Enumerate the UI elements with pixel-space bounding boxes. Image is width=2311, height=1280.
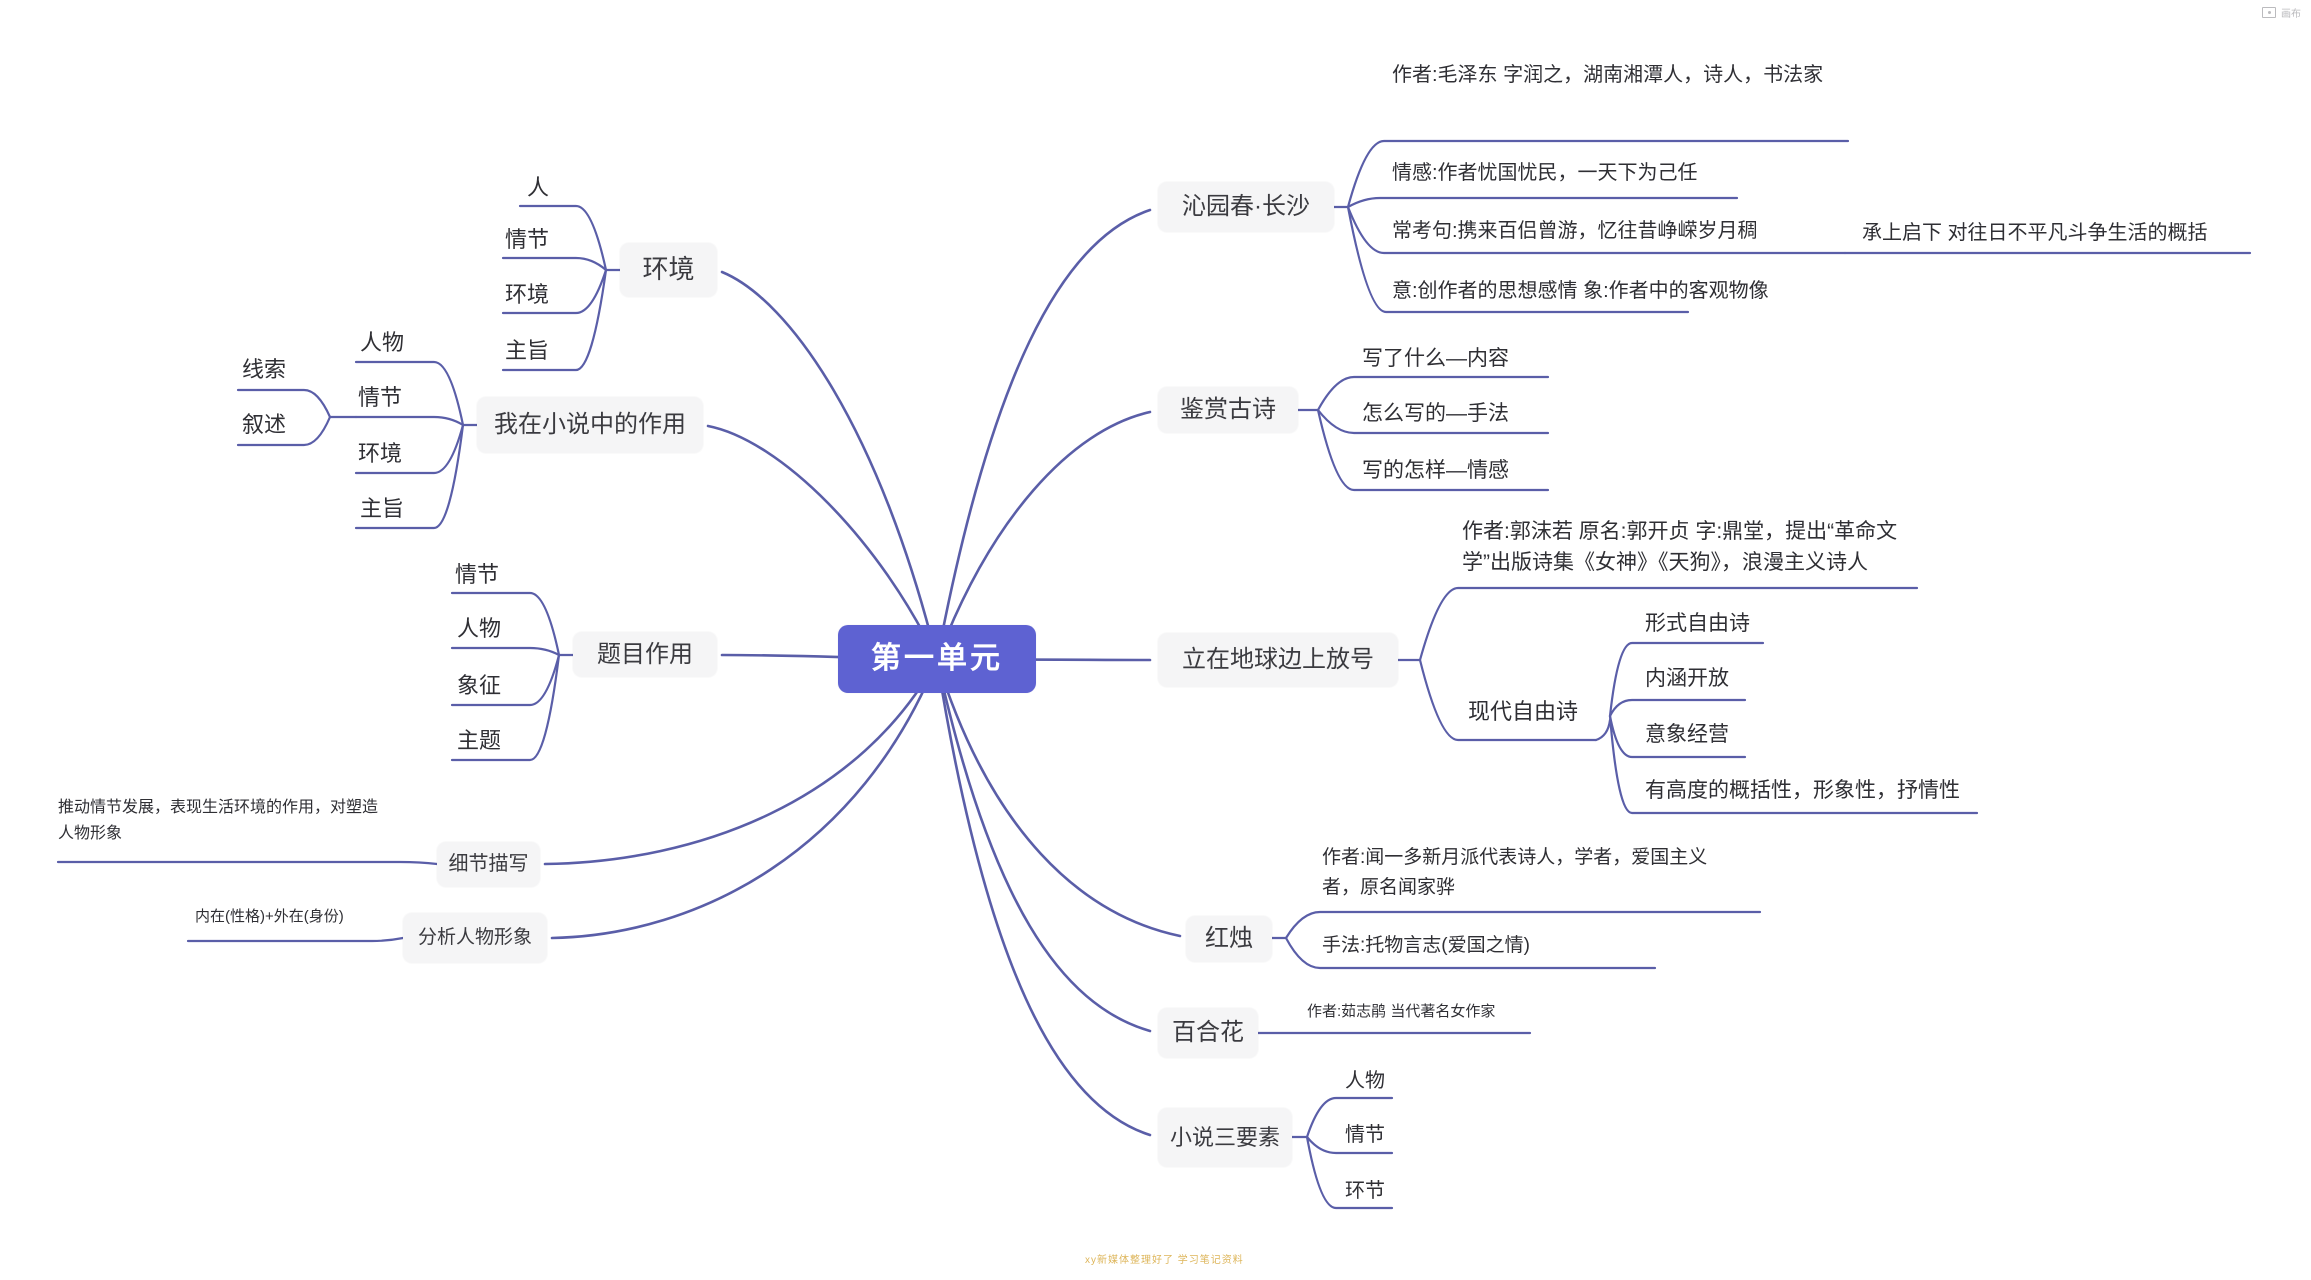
connector-line xyxy=(550,658,939,940)
connector-line xyxy=(501,268,608,315)
connector-line xyxy=(501,256,608,272)
topic-text[interactable]: 承上启下 对往日不平凡斗争生活的概括 xyxy=(1862,222,2208,244)
connector-line xyxy=(1608,698,1747,718)
connector-line xyxy=(935,658,1152,1137)
topic-text[interactable]: 形式自由诗 xyxy=(1645,612,1750,635)
connector-line xyxy=(1284,910,1762,940)
connector-line xyxy=(543,658,939,866)
central-topic[interactable]: 第一单元 xyxy=(838,625,1036,693)
topic-xiaoshuo-sanyaosu[interactable]: 小说三要素 xyxy=(1158,1108,1292,1167)
topic-text[interactable]: 环境 xyxy=(358,441,403,466)
topic-text[interactable]: 怎么写的—手法 xyxy=(1362,402,1509,425)
topic-text[interactable]: 环境 xyxy=(505,282,550,307)
connector-line xyxy=(935,410,1152,662)
connector-line xyxy=(354,360,465,427)
connector-line xyxy=(501,268,608,372)
connector-line xyxy=(1346,205,1847,255)
connector-line xyxy=(1594,718,1612,742)
connector-line xyxy=(1346,196,1739,209)
center-branch-curves xyxy=(543,208,1182,1137)
topic-text[interactable]: 环节 xyxy=(1345,1180,1385,1202)
topic-text[interactable]: 内在(性格)+外在(身份) xyxy=(195,908,344,925)
connector-line xyxy=(450,653,561,762)
fit-view-control[interactable]: 画布 xyxy=(2262,5,2301,20)
topic-text[interactable]: 作者:茹志鹃 当代著名女作家 xyxy=(1307,1003,1496,1020)
topic-text[interactable]: 作者:闻一多新月派代表诗人，学者，爱国主义者，原名闻家骅 xyxy=(1322,847,1708,898)
topic-baihehua[interactable]: 百合花 xyxy=(1158,1008,1258,1058)
connector-line xyxy=(236,415,332,447)
topic-text[interactable]: 推动情节发展，表现生活环境的作用，对塑造人物形象 xyxy=(58,799,379,842)
topic-xijie-miaoxie[interactable]: 细节描写 xyxy=(437,842,540,887)
connector-line xyxy=(354,423,465,475)
topic-hongzhu[interactable]: 红烛 xyxy=(1186,916,1272,962)
topic-text[interactable]: 写了什么—内容 xyxy=(1362,347,1509,370)
connector-line xyxy=(1346,205,1690,314)
connector-line xyxy=(1346,139,1850,209)
topic-jianshang-gushi[interactable]: 鉴赏古诗 xyxy=(1158,387,1298,433)
fit-view-icon xyxy=(2262,7,2276,18)
watermark: xy新媒体整理好了 学习笔记资料 xyxy=(1085,1255,1244,1266)
connector-line xyxy=(1284,936,1657,970)
topic-lizai-diqiu-bianshang-fanghao[interactable]: 立在地球边上放号 xyxy=(1158,633,1398,687)
topic-text[interactable]: 情节 xyxy=(505,227,550,252)
connector-line xyxy=(1316,408,1550,435)
topic-qinyuanchun-changsha[interactable]: 沁园春·长沙 xyxy=(1158,182,1334,232)
topic-text[interactable]: 象征 xyxy=(457,673,502,698)
topic-text[interactable]: 有高度的概括性，形象性，抒情性 xyxy=(1645,779,1960,802)
connector-line xyxy=(56,860,439,866)
topic-timu-zuoyong[interactable]: 题目作用 xyxy=(573,632,717,677)
topic-text[interactable]: 人物 xyxy=(1345,1070,1385,1092)
connector-line xyxy=(720,270,939,662)
topic-text[interactable]: 写的怎样—情感 xyxy=(1362,459,1509,482)
topic-text[interactable]: 情节 xyxy=(455,562,500,587)
connector-line xyxy=(186,936,405,943)
connector-line xyxy=(1418,658,1598,742)
connector-line xyxy=(1305,1135,1394,1155)
connector-line xyxy=(1316,408,1550,492)
connector-line xyxy=(354,423,465,530)
connector-line xyxy=(706,424,939,662)
connector-line xyxy=(935,658,1182,938)
topic-text[interactable]: 情节 xyxy=(1345,1124,1385,1146)
connector-line xyxy=(518,204,608,272)
topic-text[interactable]: 主旨 xyxy=(505,338,550,363)
connector-line xyxy=(236,388,332,419)
topic-text[interactable]: 手法:托物言志(爱国之情) xyxy=(1322,935,1530,956)
topic-text[interactable]: 人物 xyxy=(360,330,405,355)
connector-line xyxy=(450,646,561,657)
topic-text[interactable]: 作者:毛泽东 字润之，湖南湘潭人，诗人，书法家 xyxy=(1392,64,1824,86)
topic-fenxi-renwu-xingxiang[interactable]: 分析人物形象 xyxy=(403,913,547,963)
topic-text[interactable]: 主题 xyxy=(457,728,502,753)
topic-text[interactable]: 作者:郭沫若 原名:郭开贞 字:鼎堂，提出“革命文学”出版诗集《女神》《天狗》，… xyxy=(1462,520,1898,574)
connector-line xyxy=(1305,1096,1394,1139)
topic-text[interactable]: 常考句:携来百侣曾游，忆往昔峥嵘岁月稠 xyxy=(1392,220,1758,242)
connector-line xyxy=(450,653,561,707)
connector-line xyxy=(1608,641,1765,718)
topic-text[interactable]: 情节 xyxy=(358,385,403,410)
topic-text[interactable]: 人物 xyxy=(457,616,502,641)
topic-text[interactable]: 情感:作者忧国忧民，一天下为己任 xyxy=(1392,162,1698,184)
topic-text[interactable]: 内涵开放 xyxy=(1645,667,1729,690)
child-brackets xyxy=(56,139,2252,1210)
topic-text[interactable]: 人 xyxy=(527,175,550,200)
connector-line xyxy=(1305,1135,1394,1210)
topic-text[interactable]: 主旨 xyxy=(360,496,405,521)
topic-xiandai-ziyoushi[interactable]: 现代自由诗 xyxy=(1468,699,1579,724)
topic-text[interactable]: 线索 xyxy=(242,357,287,382)
connector-line xyxy=(450,591,561,657)
connector-line xyxy=(935,658,1152,1033)
connector-line xyxy=(1608,714,1979,815)
connector-line xyxy=(1418,586,1919,662)
topic-text[interactable]: 意:创作者的思想感情 象:作者中的客观物像 xyxy=(1392,280,1769,302)
topic-huanjing[interactable]: 环境 xyxy=(620,243,717,297)
topic-text[interactable]: 叙述 xyxy=(242,412,287,437)
topic-text[interactable]: 意象经营 xyxy=(1645,723,1729,746)
connector-line xyxy=(354,415,465,427)
fit-view-label: 画布 xyxy=(2281,9,2301,20)
connector-line xyxy=(935,208,1152,662)
connector-line xyxy=(1316,375,1550,412)
topic-wo-zai-xiaoshuo[interactable]: 我在小说中的作用 xyxy=(477,397,703,453)
